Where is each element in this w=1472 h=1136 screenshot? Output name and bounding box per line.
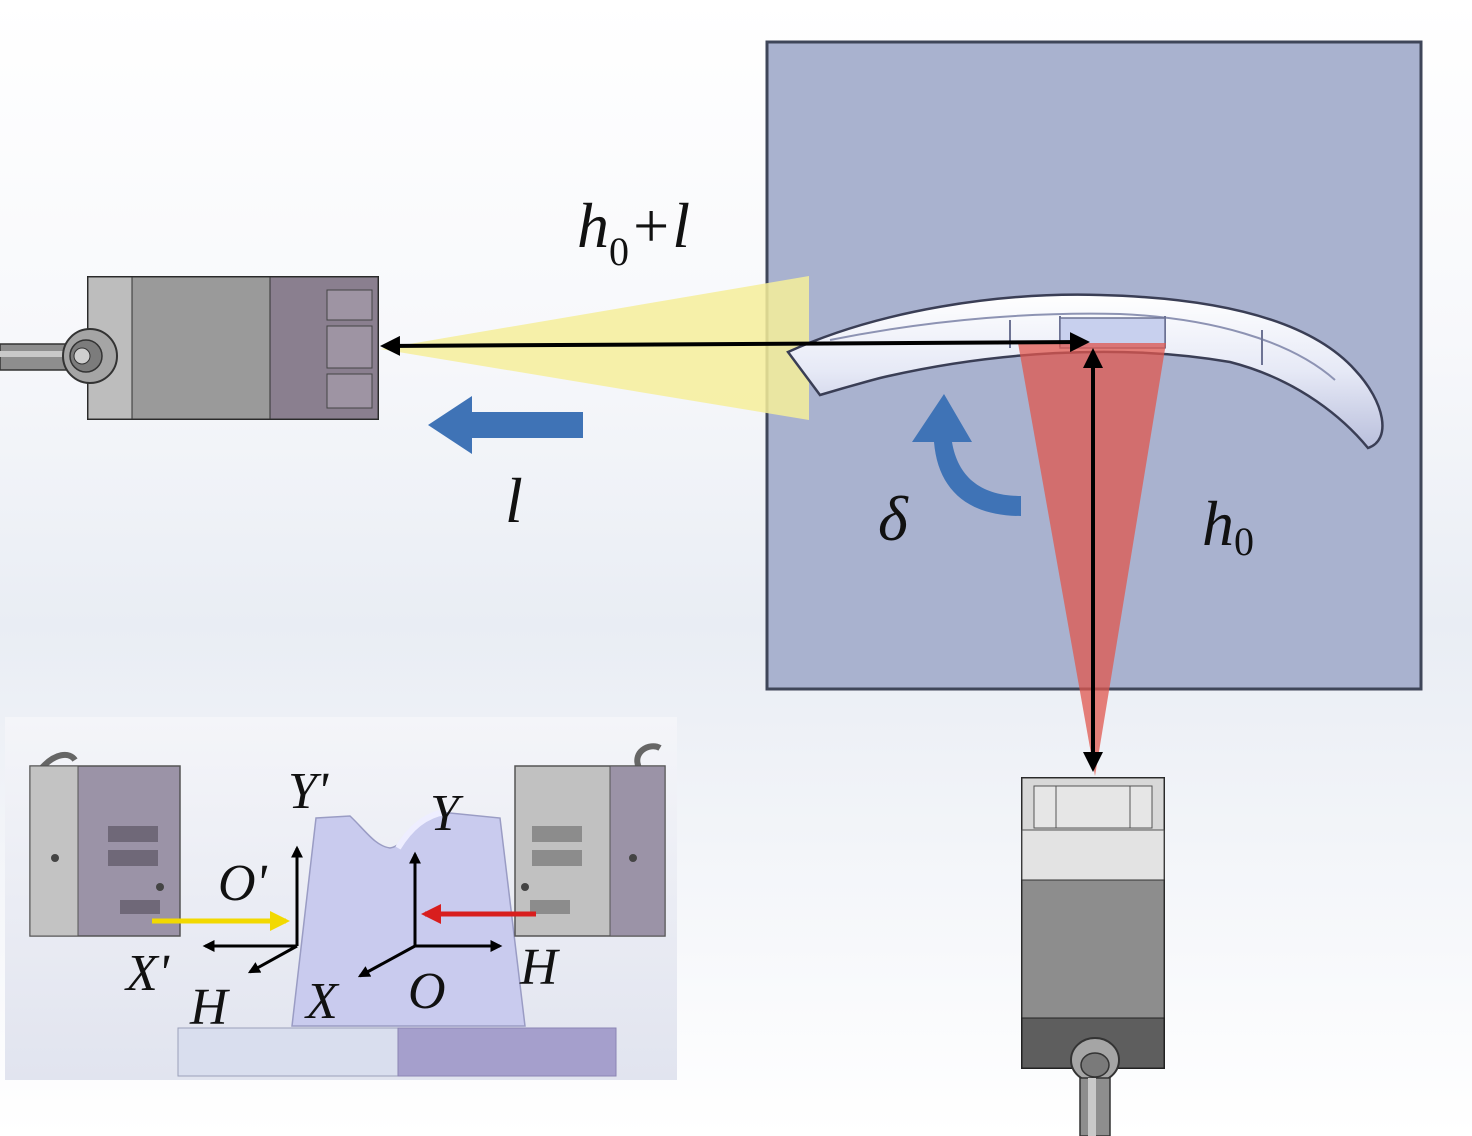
label-y: Y	[430, 785, 464, 842]
label-o: O	[408, 963, 446, 1020]
laser-sensor-left	[0, 276, 379, 420]
label-o-prime: O'	[218, 855, 268, 912]
label-delta: δ	[878, 483, 909, 554]
label-x-prime: X'	[124, 945, 170, 1002]
laser-sensor-bottom	[1021, 777, 1165, 1136]
label-h-right: H	[519, 939, 560, 996]
label-h0: h0	[1202, 488, 1254, 564]
fixture-inset: Y' Y O' X' H X O H	[5, 717, 677, 1080]
blue-rotation-arrow	[912, 394, 1021, 516]
distance-arrow-h0-plus-l	[380, 332, 1090, 356]
label-h-left: H	[189, 979, 230, 1036]
label-l: l	[505, 465, 523, 536]
yellow-laser-beam	[380, 276, 809, 420]
label-x: X	[304, 973, 340, 1030]
label-h0-plus-l: h0+l	[577, 190, 690, 274]
blue-translation-arrow	[428, 396, 583, 454]
label-y-prime: Y'	[288, 763, 329, 820]
